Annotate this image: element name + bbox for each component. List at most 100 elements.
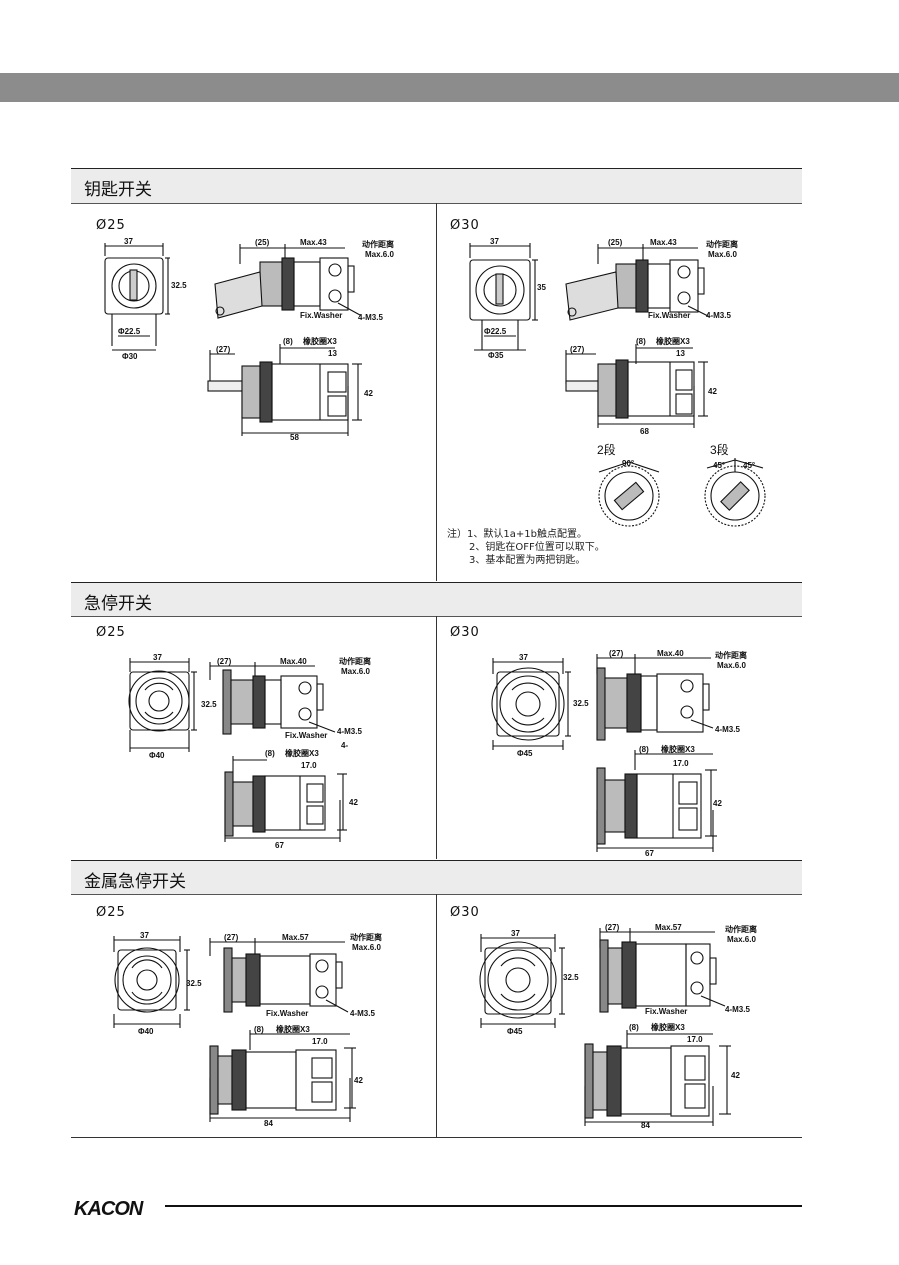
dim-label: 32.5 (563, 973, 579, 982)
section-title: 急停开关 (84, 594, 152, 614)
dim-label: 4- (341, 741, 348, 750)
dim-label: 动作距离 (706, 239, 738, 249)
dim-label: 42 (364, 389, 373, 398)
dim-label: Max.6.0 (341, 667, 370, 676)
kacon-logo: KACON (74, 1198, 143, 1220)
estop-25-drawing: 37 32.5 Φ40 (27) Max.40 动作距离 Max.6.0 Fix… (128, 653, 371, 850)
dim-label: Φ45 (507, 1027, 523, 1036)
dim-label: 17.0 (301, 761, 317, 770)
size-label: Ø25 (96, 905, 126, 920)
dim-label: 动作距离 (350, 932, 382, 942)
dim-label: 橡胶圈X3 (276, 1024, 310, 1034)
estop-30-drawing: 37 32.5 Φ45 (27) Max.40 动作距离 Max.6.0 4-M… (491, 650, 747, 858)
dim-label: 橡胶圈X3 (656, 336, 690, 346)
dim-label: Max.40 (280, 657, 307, 666)
dim-label: 13 (676, 349, 685, 358)
key-switch-30-drawing: 37 35 Φ22.5 Φ35 (25) Max.43 动作距离 Max.6.0… (469, 237, 738, 436)
dim-label: Fix.Washer (285, 731, 327, 740)
dim-label: 17.0 (687, 1035, 703, 1044)
bottom-rule (71, 1137, 802, 1138)
dim-label: 37 (511, 929, 520, 938)
dim-label: 42 (349, 798, 358, 807)
dim-label: 58 (290, 433, 299, 441)
dim-label: Φ40 (138, 1027, 154, 1036)
column-divider (436, 203, 437, 581)
dim-label: 84 (264, 1119, 273, 1128)
dim-label: (27) (224, 933, 239, 942)
top-banner (0, 73, 899, 102)
size-label: Ø25 (96, 625, 126, 640)
size-label: Ø25 (96, 218, 126, 233)
column-divider (436, 616, 437, 859)
dim-label: 35 (537, 283, 546, 292)
dim-label: Φ30 (122, 352, 138, 361)
dim-label: Max.43 (650, 238, 677, 247)
note-line: 注）1、默认1a+1b触点配置。 (447, 529, 587, 540)
dim-label: 动作距离 (715, 650, 747, 660)
dim-label: Max.6.0 (717, 661, 746, 670)
dim-label: Φ40 (149, 751, 165, 760)
dim-label: Max.6.0 (708, 250, 737, 259)
dim-label: 68 (640, 427, 649, 436)
dim-label: (27) (217, 657, 232, 666)
dim-label: (8) (639, 745, 649, 754)
dim-label: 动作距离 (725, 924, 757, 934)
dim-label: 4-M3.5 (715, 725, 740, 734)
key-switch-25-drawing: 37 32.5 Φ22.5 Φ30 (25) Max.43 动作距离 Max.6… (104, 237, 394, 441)
dim-label: 动作距离 (339, 656, 371, 666)
metal-estop-25-drawing: 37 32.5 Φ40 (27) Max.57 动作距离 Max.6.0 Fix… (113, 931, 382, 1128)
dim-label: 42 (708, 387, 717, 396)
dim-label: (27) (609, 650, 624, 658)
dim-label: 32.5 (573, 699, 589, 708)
dim-label: 橡胶圈X3 (651, 1022, 685, 1032)
section-header-emergency-stop: 急停开关 (71, 582, 802, 617)
dim-label: 37 (140, 931, 149, 940)
dim-label: (27) (216, 345, 231, 354)
footer-rule (165, 1205, 802, 1207)
size-label: Ø30 (450, 218, 480, 233)
dim-label: Max.43 (300, 238, 327, 247)
dim-label: Φ35 (488, 351, 504, 360)
section-title: 钥匙开关 (84, 180, 152, 200)
dim-label: 32.5 (201, 700, 217, 709)
note-line: 3、基本配置为两把钥匙。 (469, 555, 586, 566)
dim-label: (8) (629, 1023, 639, 1032)
dim-label: (8) (265, 749, 275, 758)
key-position-diagrams: 2段 90° 3段 45° 45° (597, 442, 766, 527)
dim-label: 37 (153, 653, 162, 662)
dim-label: 橡胶圈X3 (661, 744, 695, 754)
dim-label: 42 (354, 1076, 363, 1085)
dim-label: Max.6.0 (365, 250, 394, 259)
dim-label: 13 (328, 349, 337, 358)
dim-label: 37 (124, 237, 133, 246)
dim-label: Fix.Washer (648, 311, 690, 320)
dim-label: (27) (605, 923, 620, 932)
dim-label: 4-M3.5 (337, 727, 362, 736)
dim-label: 17.0 (312, 1037, 328, 1046)
dim-label: 4-M3.5 (350, 1009, 375, 1018)
dim-label: Max.6.0 (727, 935, 756, 944)
dim-label: (8) (283, 337, 293, 346)
dim-label: Max.57 (282, 933, 309, 942)
dim-label: Max.57 (655, 923, 682, 932)
dim-label: 橡胶圈X3 (303, 336, 337, 346)
dim-label: Φ22.5 (118, 327, 141, 336)
dim-label: 动作距离 (362, 239, 394, 249)
dim-label: (8) (254, 1025, 264, 1034)
dim-label: Φ22.5 (484, 327, 507, 336)
size-label: Ø30 (450, 905, 480, 920)
angle-label: 45° (713, 461, 725, 470)
dim-label: Fix.Washer (300, 311, 342, 320)
section-header-key-switch: 钥匙开关 (71, 168, 802, 204)
column-divider (436, 894, 437, 1137)
position-label: 3段 (710, 442, 729, 457)
note-line: 2、钥匙在OFF位置可以取下。 (469, 542, 605, 553)
key-switch-notes: 注）1、默认1a+1b触点配置。 2、钥匙在OFF位置可以取下。 3、基本配置为… (447, 528, 605, 567)
position-label: 2段 (597, 442, 616, 457)
dim-label: (25) (608, 238, 623, 247)
dim-label: 17.0 (673, 759, 689, 768)
dim-label: Max.6.0 (352, 943, 381, 952)
dim-label: Φ45 (517, 749, 533, 758)
angle-label: 45° (743, 461, 755, 470)
section-header-metal-emergency-stop: 金属急停开关 (71, 860, 802, 895)
